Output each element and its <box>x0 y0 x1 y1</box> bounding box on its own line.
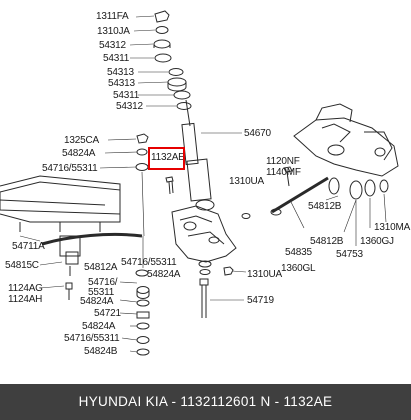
label-1310ja: 1310JA <box>97 26 130 37</box>
label-54824a-2: 54824A <box>147 269 181 280</box>
label-54824b: 54824B <box>84 346 118 357</box>
label-54753: 54753 <box>336 249 363 260</box>
label-1120nf: 1120NF <box>266 156 300 167</box>
label-54812b: 54812B <box>308 201 342 212</box>
right-bushings <box>283 166 389 246</box>
label-54716-55311-d: 54716/55311 <box>64 333 120 344</box>
stabilizer-bar <box>19 232 143 276</box>
label-1360gj: 1360GJ <box>360 236 394 247</box>
part-number-caption: HYUNDAI KIA - 1132112601 N - 1132AE <box>0 384 411 420</box>
top-leaders <box>129 15 176 107</box>
label-54312-top: 54312 <box>99 40 126 51</box>
label-54824a-4: 54824A <box>82 321 116 332</box>
long-bolt-54719 <box>199 278 244 318</box>
label-54719: 54719 <box>247 295 274 306</box>
bolt-1132ae <box>165 176 174 195</box>
label-54313-a: 54313 <box>107 67 134 78</box>
label-1124ag: 1124AG <box>8 283 43 294</box>
label-1360gl: 1360GL <box>281 263 316 274</box>
label-54815c: 54815C <box>5 260 39 271</box>
label-54824a-3: 54824A <box>80 296 114 307</box>
label-54711a: 54711A <box>12 241 45 252</box>
label-1310ma: 1310MA <box>374 222 411 233</box>
label-54312-mid: 54312 <box>116 101 143 112</box>
left-column-parts <box>99 133 149 237</box>
label-1325ca: 1325CA <box>64 135 99 146</box>
label-54812b-2: 54812B <box>310 236 344 247</box>
label-1132ae: 1132AE <box>151 152 185 163</box>
lateral-rod <box>270 176 329 229</box>
label-54721: 54721 <box>94 308 121 319</box>
label-1311fa: 1311FA <box>96 11 129 22</box>
label-1310ua-1: 1310UA <box>229 176 264 187</box>
label-55311-c: 55311 <box>88 287 115 298</box>
label-54716-c: 54716/ <box>88 277 118 288</box>
lower-link-stack <box>119 236 150 356</box>
shock-absorber <box>181 99 242 211</box>
axle-housing <box>293 103 399 177</box>
frame-rail <box>0 175 121 232</box>
label-54311-top: 54311 <box>103 53 130 64</box>
lower-left-bolts <box>39 282 73 300</box>
label-54716-55311-a: 54716/55311 <box>42 163 98 174</box>
suspension-exploded-drawing <box>0 10 399 356</box>
label-54812a: 54812A <box>84 262 118 273</box>
part-highlight-box <box>148 147 185 170</box>
nut-1310ua-lower <box>223 266 247 276</box>
label-54313-b: 54313 <box>108 78 135 89</box>
label-1124ah: 1124AH <box>8 294 43 305</box>
lower-arm-bracket <box>171 205 251 275</box>
label-1310ua-2: 1310UA <box>247 269 282 280</box>
label-54716-55311-b: 54716/55311 <box>121 257 177 268</box>
label-54311-mid: 54311 <box>113 90 140 101</box>
label-1140mf: 1140MF <box>266 167 301 178</box>
label-54835: 54835 <box>285 247 312 258</box>
label-54824a-1: 54824A <box>62 148 96 159</box>
label-54670: 54670 <box>244 128 271 139</box>
